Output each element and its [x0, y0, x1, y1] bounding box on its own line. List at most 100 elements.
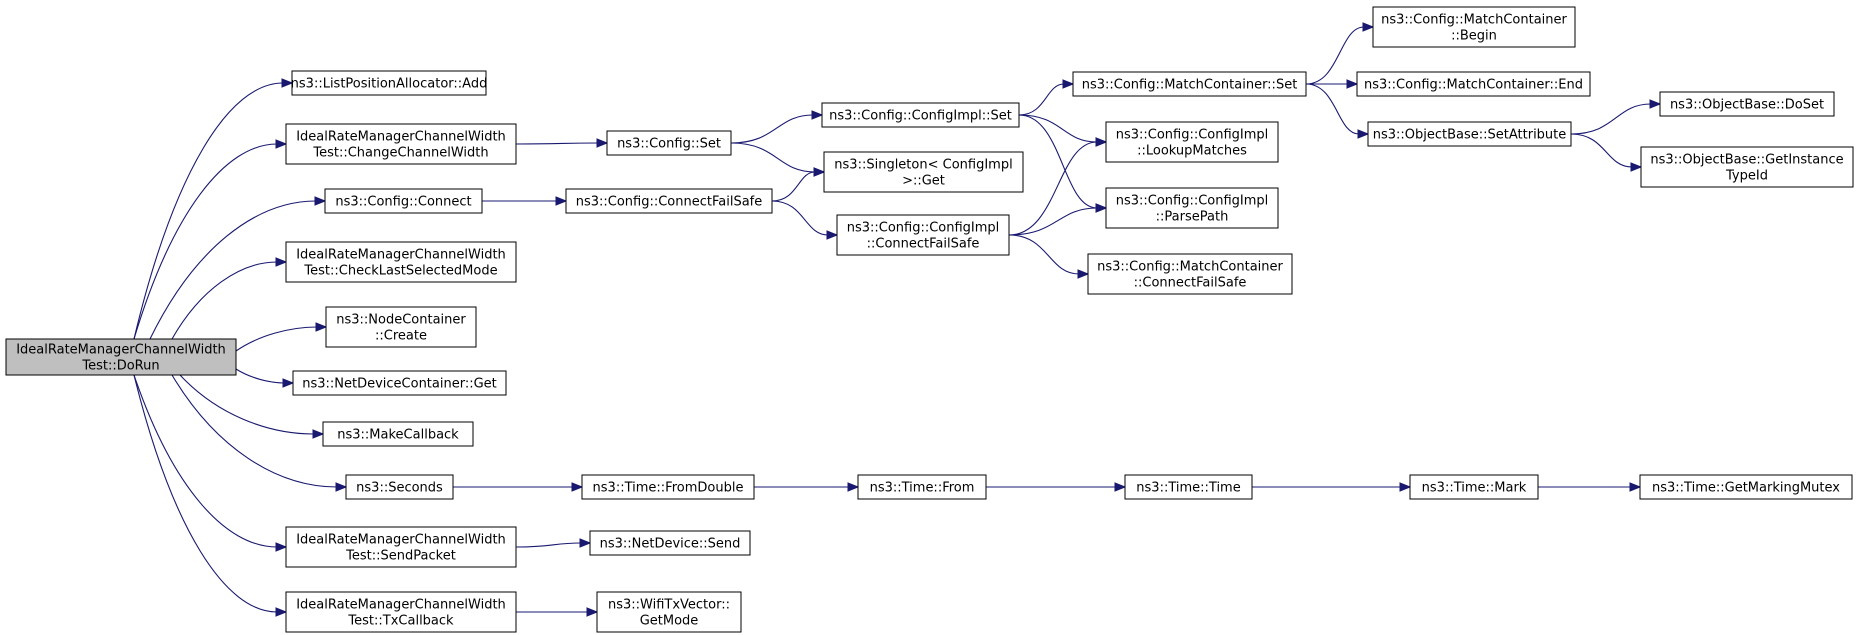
arrowhead-icon [1649, 99, 1662, 109]
node-box [1105, 187, 1279, 229]
edge-line [1008, 141, 1098, 236]
call-edge [771, 167, 826, 202]
function-node[interactable]: ns3::NetDevice::Send [589, 530, 751, 556]
edge-line [1018, 83, 1065, 116]
function-node[interactable]: ns3::NodeContainer::Create [325, 306, 477, 348]
arrowhead-icon [275, 607, 288, 617]
edge-line [235, 368, 285, 384]
call-edge [452, 482, 584, 492]
node-box [1072, 71, 1307, 97]
arrowhead-icon [312, 429, 325, 439]
call-edge [1305, 83, 1370, 139]
call-edge [482, 196, 568, 206]
edge-line [149, 200, 317, 340]
arrowhead-icon [847, 482, 860, 492]
function-node[interactable]: ns3::ObjectBase::DoSet [1659, 91, 1835, 117]
function-node[interactable]: ns3::MakeCallback [322, 421, 474, 447]
node-box [322, 421, 474, 447]
call-edge [133, 374, 288, 552]
function-node[interactable]: ns3::Config::MatchContainer::ConnectFail… [1087, 253, 1293, 295]
node-label: ::Begin [1451, 29, 1497, 44]
node-box [821, 102, 1020, 128]
arrowhead-icon [586, 607, 599, 617]
function-node[interactable]: IdealRateManagerChannelWidthTest::Change… [285, 123, 517, 165]
node-label: ns3::Config::ConnectFailSafe [576, 195, 763, 210]
node-label: ns3::Time::FromDouble [593, 481, 744, 496]
function-node[interactable]: ns3::WifiTxVector::GetMode [596, 591, 742, 633]
function-node[interactable]: ns3::Time::Time [1124, 474, 1253, 500]
node-label: ns3::Config::MatchContainer::End [1364, 78, 1583, 93]
function-node[interactable]: ns3::Time::FromDouble [581, 474, 755, 500]
function-node[interactable]: ns3::ListPositionAllocator::Add [291, 70, 488, 96]
node-label: ns3::NodeContainer [336, 313, 466, 328]
arrowhead-icon [275, 257, 288, 267]
node-label: ::Create [375, 329, 427, 344]
node-label: ns3::Time::GetMarkingMutex [1652, 481, 1840, 496]
node-label: ::ConnectFailSafe [1134, 276, 1247, 291]
function-node[interactable]: ns3::Config::MatchContainer::End [1356, 71, 1591, 97]
function-node[interactable]: ns3::Config::ConfigImpl::Set [821, 102, 1020, 128]
edge-line [1008, 207, 1098, 236]
call-edge [753, 482, 860, 492]
node-label: IdealRateManagerChannelWidth [296, 533, 506, 548]
function-node[interactable]: ns3::Config::MatchContainer::Begin [1372, 6, 1576, 48]
node-label: ns3::Singleton< ConfigImpl [834, 158, 1012, 173]
arrowhead-icon [813, 167, 826, 177]
call-edge [235, 322, 328, 352]
function-node[interactable]: ns3::ObjectBase::SetAttribute [1367, 121, 1572, 147]
node-label: ns3::Config::ConfigImpl [1116, 194, 1269, 209]
call-graph-nodes: IdealRateManagerChannelWidthTest::DoRunn… [5, 6, 1854, 633]
node-label: ns3::NetDevice::Send [600, 537, 741, 552]
function-node[interactable]: IdealRateManagerChannelWidthTest::CheckL… [285, 241, 517, 283]
function-node[interactable]: ns3::Time::From [857, 474, 987, 500]
call-edge [515, 138, 609, 148]
node-label: >::Get [902, 174, 945, 189]
node-label: ::ConnectFailSafe [867, 237, 980, 252]
function-node[interactable]: IdealRateManagerChannelWidthTest::SendPa… [285, 526, 517, 568]
call-edge [1570, 99, 1662, 135]
call-edge [133, 374, 288, 617]
edge-line [1570, 133, 1633, 168]
node-label: ns3::Time::From [870, 481, 975, 496]
function-node[interactable]: ns3::Time::Mark [1409, 474, 1539, 500]
edge-line [133, 374, 278, 613]
arrowhead-icon [826, 230, 839, 240]
call-edge [1008, 234, 1090, 279]
node-label: ns3::Config::Set [617, 137, 721, 152]
arrowhead-icon [1362, 22, 1375, 32]
node-box [324, 188, 483, 214]
function-node[interactable]: ns3::Config::ConfigImpl::LookupMatches [1105, 121, 1279, 163]
call-edge [1251, 482, 1412, 492]
call-edge [171, 257, 288, 340]
function-node[interactable]: ns3::Config::ConnectFailSafe [565, 188, 773, 214]
function-node[interactable]: ns3::Config::MatchContainer::Set [1072, 71, 1307, 97]
function-node[interactable]: ns3::Config::Set [606, 130, 732, 156]
node-label: ns3::Config::MatchContainer [1381, 13, 1567, 28]
node-box [836, 214, 1010, 256]
edge-line [171, 374, 338, 488]
function-node[interactable]: ns3::NetDeviceContainer::Get [292, 370, 507, 396]
node-box [1639, 474, 1853, 500]
node-box [589, 530, 751, 556]
function-node[interactable]: ns3::Time::GetMarkingMutex [1639, 474, 1853, 500]
call-edge [771, 200, 839, 240]
call-edge [1537, 482, 1642, 492]
function-node[interactable]: ns3::Seconds [345, 474, 454, 500]
call-edge [516, 607, 599, 617]
arrowhead-icon [335, 482, 348, 492]
arrowhead-icon [1114, 482, 1127, 492]
function-node[interactable]: ns3::Config::Connect [324, 188, 483, 214]
function-node[interactable]: IdealRateManagerChannelWidthTest::TxCall… [285, 591, 517, 633]
node-box [1124, 474, 1253, 500]
node-box [285, 241, 517, 283]
node-box [285, 591, 517, 633]
arrowhead-icon [1062, 79, 1075, 89]
function-node[interactable]: ns3::Singleton< ConfigImpl>::Get [823, 151, 1024, 193]
function-node[interactable]: ns3::Config::ConfigImpl::ConnectFailSafe [836, 214, 1010, 256]
function-node[interactable]: ns3::Config::ConfigImpl::ParsePath [1105, 187, 1279, 229]
node-box [596, 591, 742, 633]
arrowhead-icon [1077, 269, 1090, 279]
node-label: ns3::MakeCallback [337, 428, 459, 443]
